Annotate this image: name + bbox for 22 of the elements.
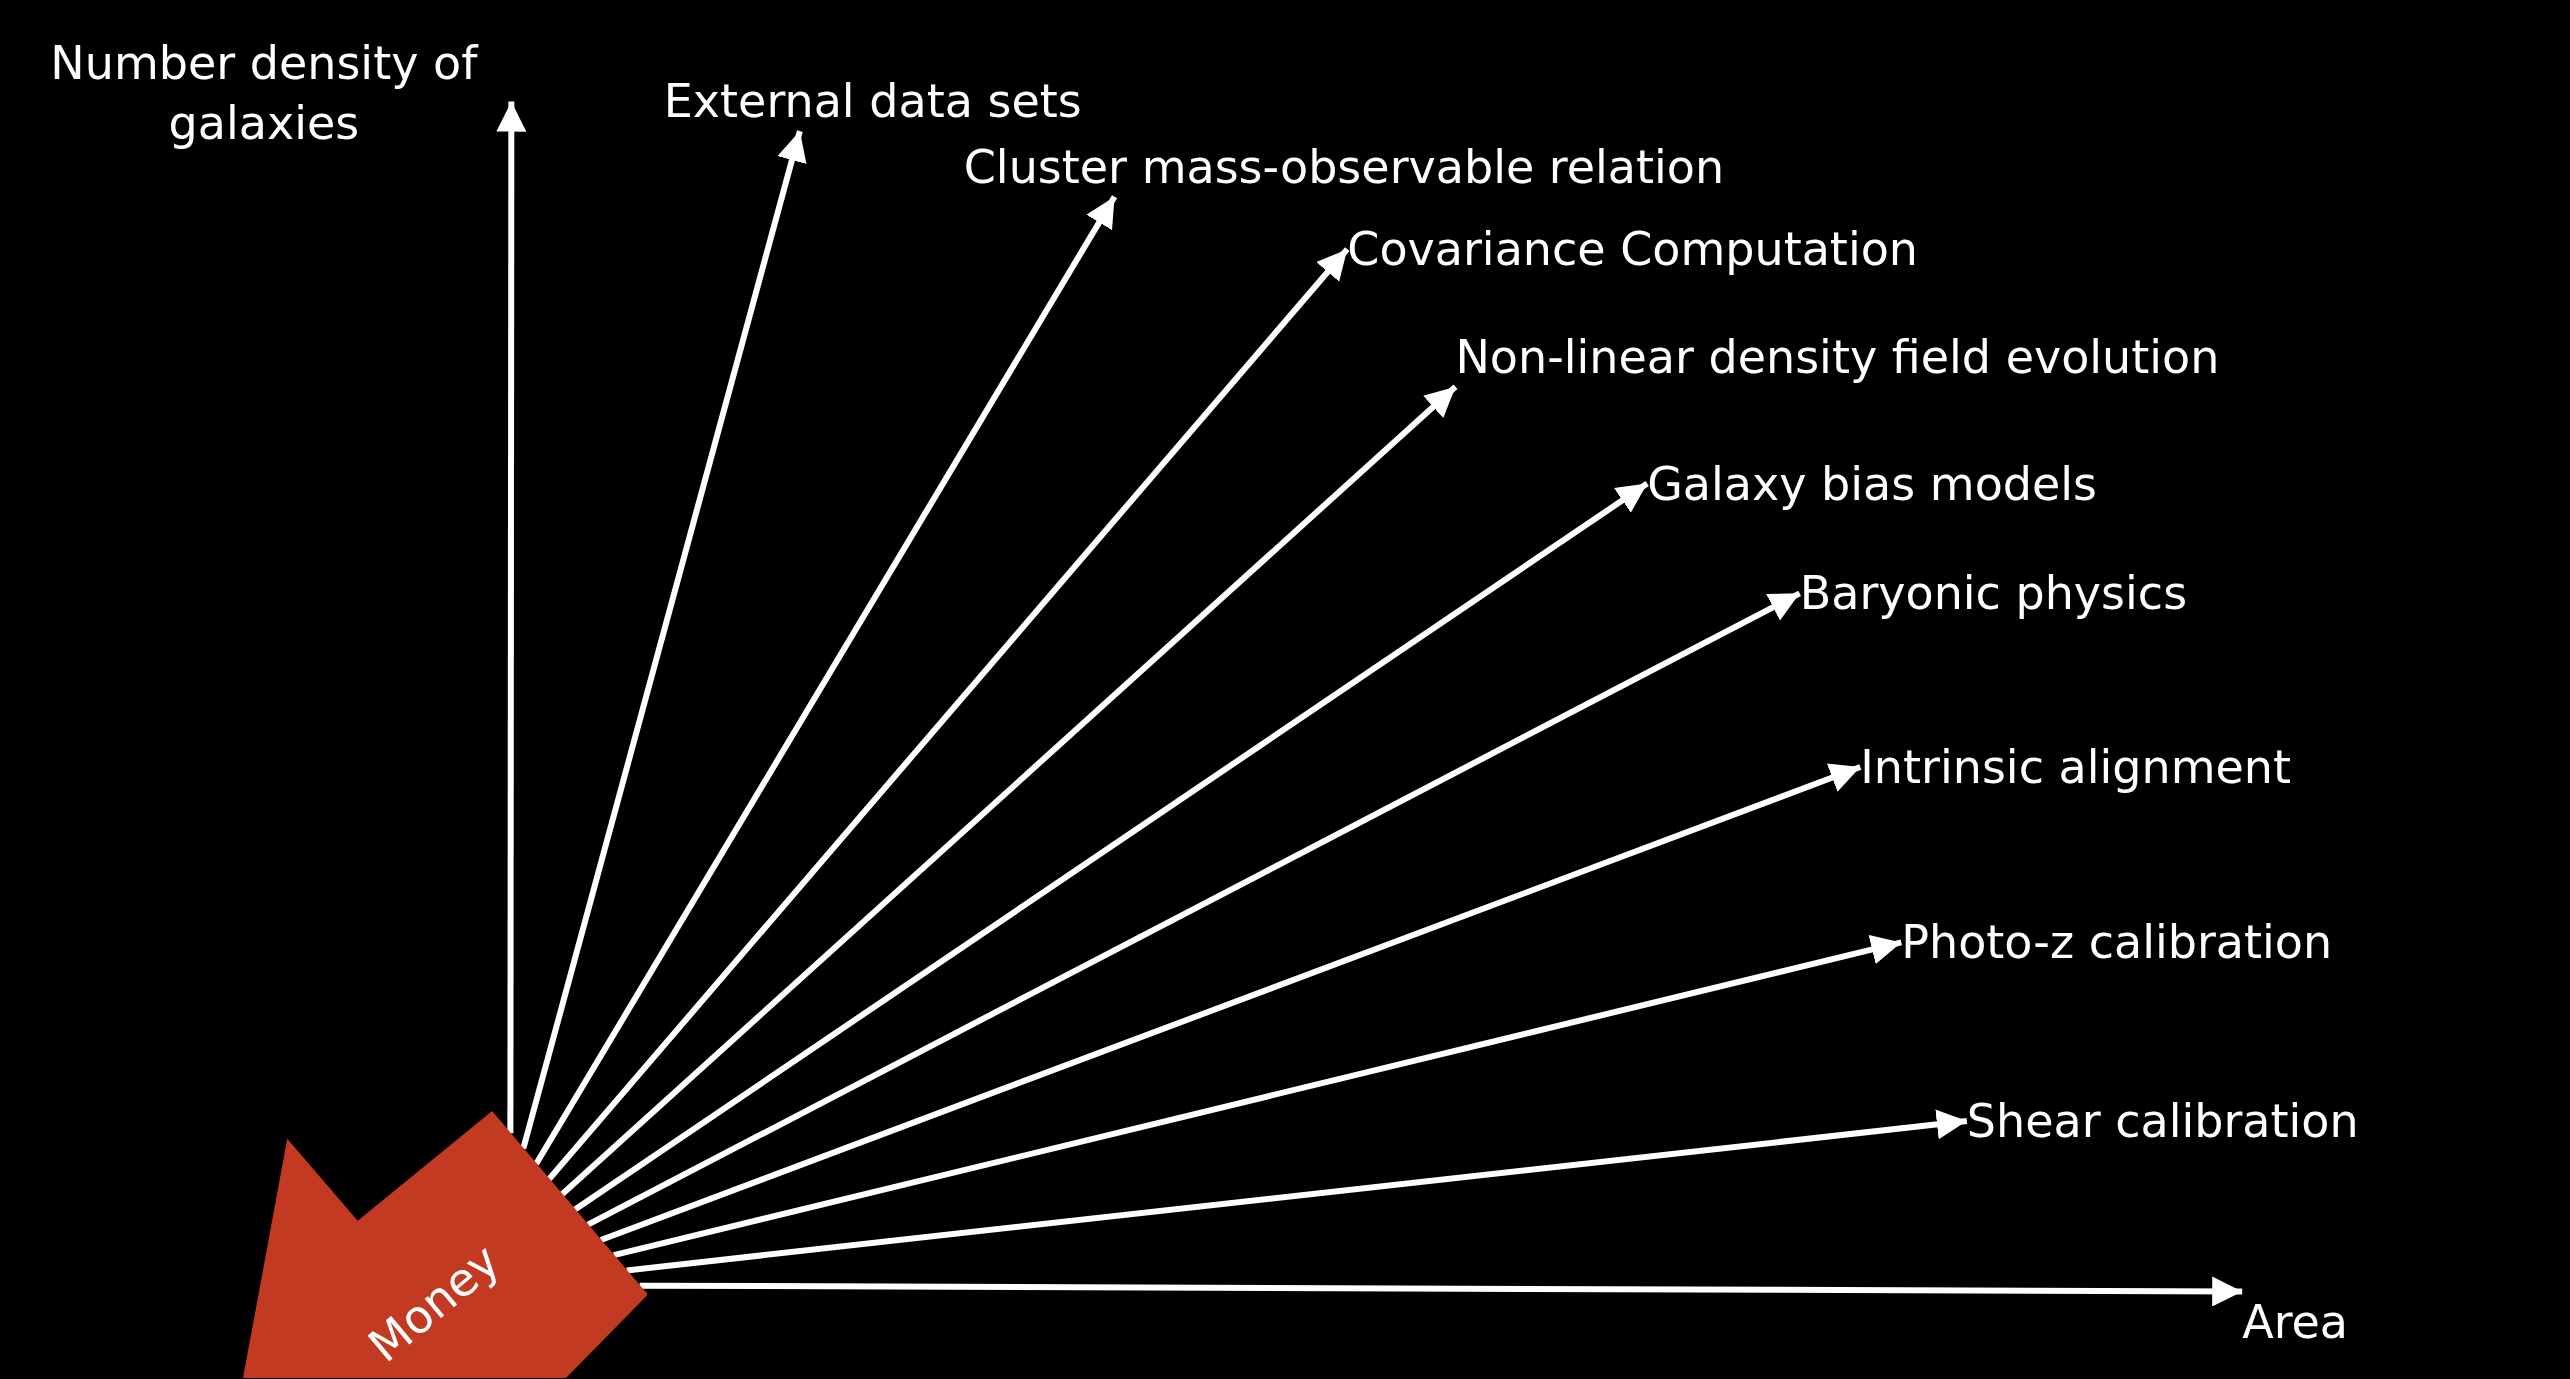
axis-label: Non-linear density field evolution (1455, 326, 2220, 387)
arrow (560, 384, 1458, 1197)
arrow (626, 1109, 1968, 1274)
axis-label: Number density of galaxies (16, 32, 512, 153)
arrow (573, 481, 1649, 1212)
arrow (546, 247, 1350, 1181)
axis-label: Baryonic physics (1799, 563, 2188, 624)
axis-label: Galaxy bias models (1647, 453, 2098, 514)
arrow (639, 1276, 2243, 1307)
arrow (533, 195, 1118, 1166)
arrow (613, 934, 1902, 1259)
axis-label: Intrinsic alignment (1860, 737, 2291, 798)
arrow (496, 101, 527, 1134)
axis-label: External data sets (663, 71, 1082, 132)
axis-label: Area (2242, 1291, 2349, 1352)
axis-label: Covariance Computation (1347, 219, 1918, 280)
arrow (586, 590, 1802, 1228)
arrow (599, 763, 1862, 1243)
axis-label: Shear calibration (1966, 1091, 2359, 1152)
axis-label: Cluster mass-observable relation (963, 136, 1725, 197)
arrow (520, 130, 807, 1150)
axis-label: Photo-z calibration (1901, 912, 2333, 973)
